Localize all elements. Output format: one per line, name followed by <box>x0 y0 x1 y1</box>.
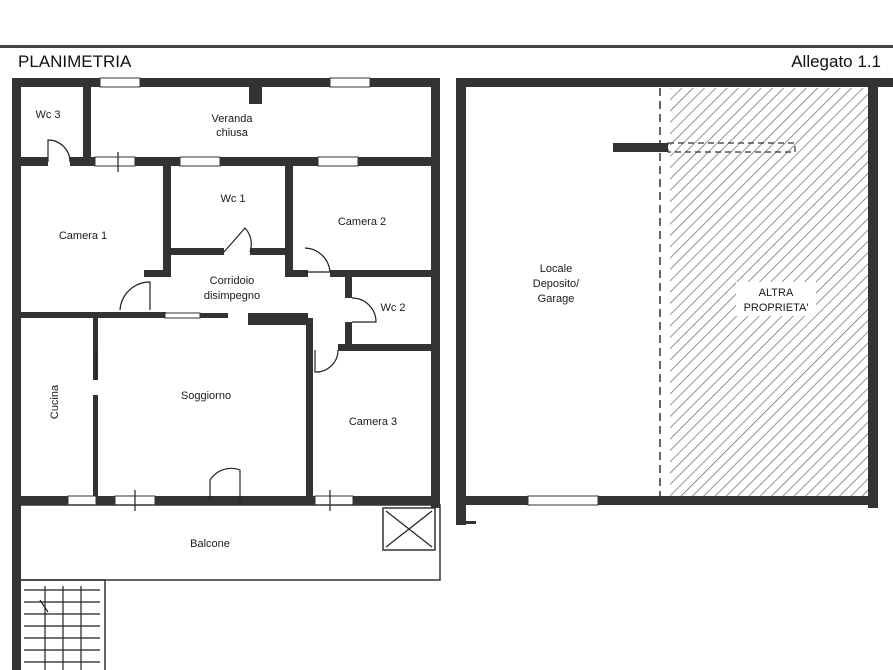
room-labels: Wc 3 Veranda chiusa Wc 1 Camera 1 Camera… <box>35 109 808 550</box>
label-veranda-2: chiusa <box>216 127 249 139</box>
top-border <box>0 45 893 48</box>
label-camera2: Camera 2 <box>338 216 386 228</box>
label-corridoio-1: Corridoio <box>210 275 255 287</box>
beam-dashed <box>667 142 796 153</box>
label-locale-2: Deposito/ <box>533 278 580 290</box>
stairs <box>24 586 100 670</box>
label-altra-2: PROPRIETA' <box>744 302 809 314</box>
label-wc1: Wc 1 <box>220 193 245 205</box>
label-altra-1: ALTRA <box>759 287 794 299</box>
label-camera1: Camera 1 <box>59 230 107 242</box>
label-locale-1: Locale <box>540 263 572 275</box>
label-wc3: Wc 3 <box>35 109 60 121</box>
windows <box>67 77 371 511</box>
label-balcone: Balcone <box>190 538 230 550</box>
balcony <box>19 504 441 670</box>
label-veranda-1: Veranda <box>212 113 254 125</box>
label-corridoio-2: disimpegno <box>204 290 260 302</box>
garage-walls <box>456 78 893 525</box>
apartment-walls <box>12 78 440 670</box>
label-camera3: Camera 3 <box>349 416 397 428</box>
label-locale-3: Garage <box>538 293 575 305</box>
other-property-label-bg <box>736 282 816 316</box>
label-cucina: Cucina <box>49 384 61 419</box>
doors <box>47 139 377 500</box>
label-soggiorno: Soggiorno <box>181 390 231 402</box>
plan-title: PLANIMETRIA <box>18 52 132 71</box>
attachment-label: Allegato 1.1 <box>791 52 881 71</box>
label-wc2: Wc 2 <box>380 302 405 314</box>
beam-solid <box>613 143 668 152</box>
